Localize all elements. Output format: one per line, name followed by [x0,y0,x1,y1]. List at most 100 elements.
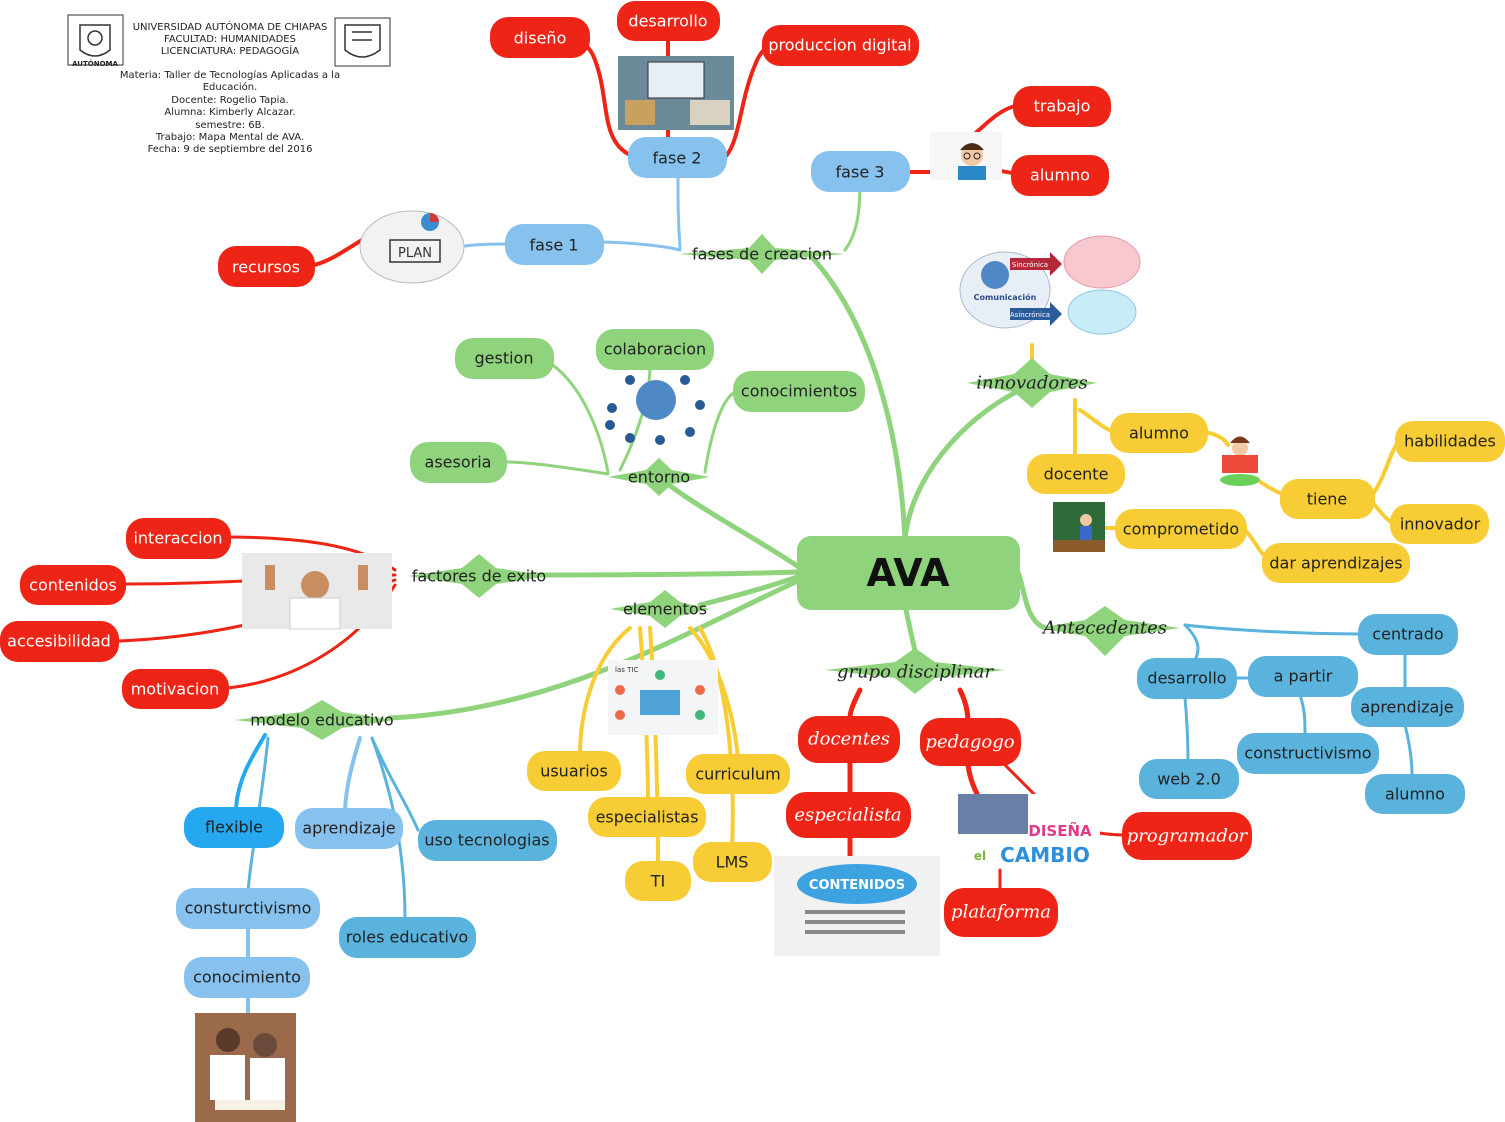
sincronica-label: Sincrónica [1012,261,1048,269]
curriculum-label: curriculum [695,765,780,784]
contenidos-node[interactable] [20,565,126,605]
ti-node[interactable] [625,861,691,901]
asesoria-label: asesoria [425,453,492,472]
interaccion-node[interactable] [126,518,231,559]
university-logo-left: AUTÓNOMA [67,14,124,68]
conocimiento-label: conocimiento [193,968,301,987]
communication-diagram-image: Comunicación Sincrónica Asincrónica [955,232,1143,335]
recursos-label: recursos [232,258,300,277]
gestion-node[interactable] [455,338,554,379]
aprendizaje-ant-node[interactable] [1351,687,1464,727]
trabajo-node[interactable] [1013,86,1111,127]
comprometido-node[interactable] [1115,509,1247,549]
alumno-inn-label: alumno [1129,424,1189,443]
branch-elementos [697,573,803,608]
pedagogo-node[interactable] [920,718,1021,766]
roles-node[interactable] [339,917,476,958]
star-fases [679,234,845,274]
plataforma-node[interactable] [944,888,1058,937]
usuarios-node[interactable] [527,751,621,791]
cambio-text: CAMBIO [1000,843,1090,867]
flexible-node[interactable] [184,807,284,848]
node-labels: AVA fase 1 fase 2 fase 3 recursos diseño… [7,12,1496,987]
accesibilidad-node[interactable] [0,621,119,662]
especialistas-node[interactable] [588,797,706,837]
header-line-alumna: Alumna: Kimberly Alcazar. [164,107,296,118]
girl-reading-image [1220,436,1260,486]
desarrollo-f2-node[interactable] [617,1,720,41]
star-grupo [825,648,1005,694]
constructivismo-me-node[interactable] [176,888,320,929]
conocimiento-node[interactable] [184,957,310,998]
motivacion-label: motivacion [131,680,220,699]
alumno-f3-node[interactable] [1011,155,1109,196]
asesoria-node[interactable] [410,442,507,483]
especialista-node[interactable] [786,792,911,838]
header-line-licenciatura: LICENCIATURA: PEDAGOGÍA [160,46,300,57]
docentes-node[interactable] [798,716,900,763]
conocimientos-label: conocimientos [741,382,857,401]
fase3-node[interactable] [811,151,910,192]
habilidades-label: habilidades [1404,432,1496,451]
programador-label: programador [1127,826,1249,847]
fase1-label: fase 1 [530,236,579,255]
aprendizaje-me-label: aprendizaje [302,819,395,838]
centrado-label: centrado [1372,625,1443,644]
programador-node[interactable] [1122,812,1252,860]
boy-celebrating-image [242,553,392,630]
comunicacion-label: Comunicación [974,292,1037,302]
diseno-label: diseño [514,29,567,48]
star-innovadores [967,358,1097,408]
recursos-node[interactable] [218,246,315,287]
docente-inn-node[interactable] [1027,454,1125,494]
star-entorno [608,458,710,496]
conocimientos-node[interactable] [733,371,865,412]
web20-node[interactable] [1139,759,1239,799]
uso-tecnologias-node[interactable] [418,820,557,861]
alumno-inn-node[interactable] [1110,413,1208,453]
accesibilidad-label: accesibilidad [7,632,111,651]
curriculum-node[interactable] [686,754,790,794]
tiene-node[interactable] [1280,479,1375,519]
a-partir-node[interactable] [1248,656,1358,697]
colaboracion-label: colaboracion [604,340,706,359]
web20-label: web 2.0 [1157,770,1221,789]
dar-aprendizajes-node[interactable] [1262,543,1410,583]
fase2-label: fase 2 [653,149,702,168]
factores-star-label: factores de exito [412,567,546,586]
alumno-ant-node[interactable] [1365,774,1465,814]
branch-antecedentes [1015,569,1048,631]
antecedentes-star-label: Antecedentes [1041,618,1167,639]
constructivismo-ant-node[interactable] [1237,733,1379,774]
header-block: AUTÓNOMA [67,14,391,68]
gestion-label: gestion [475,349,534,368]
star-shapes [235,234,1180,740]
innovador-label: innovador [1400,515,1481,534]
produccion-node[interactable] [762,25,919,66]
habilidades-node[interactable] [1395,421,1505,462]
lms-node[interactable] [693,842,772,882]
especialista-label: especialista [794,805,901,826]
motivacion-node[interactable] [122,669,229,709]
star-antecedentes [1038,606,1180,656]
entorno-star-label: entorno [628,468,690,487]
header-line-fecha: Fecha: 9 de septiembre del 2016 [147,144,313,155]
desarrollo-ant-node[interactable] [1137,658,1237,699]
branch-fases [807,252,908,543]
desarrollo-f2-label: desarrollo [628,12,707,31]
constructivismo-me-label: consturctivismo [185,899,312,918]
comprometido-label: comprometido [1123,520,1239,539]
centrado-node[interactable] [1358,614,1458,655]
fase2-node[interactable] [628,137,727,178]
center-node[interactable] [797,536,1020,610]
pedagogo-label: pedagogo [925,732,1014,753]
colaboracion-node[interactable] [596,329,714,370]
fase1-node[interactable] [505,224,604,265]
aprendizaje-me-node[interactable] [295,808,403,849]
header-line-materia: Materia: Taller de Tecnologías Aplicadas… [119,70,341,81]
innovador-node[interactable] [1390,504,1489,544]
contenidos-cloud-image: CONTENIDOS [774,856,940,956]
flexible-label: flexible [205,818,263,837]
diseno-node[interactable] [490,17,590,58]
